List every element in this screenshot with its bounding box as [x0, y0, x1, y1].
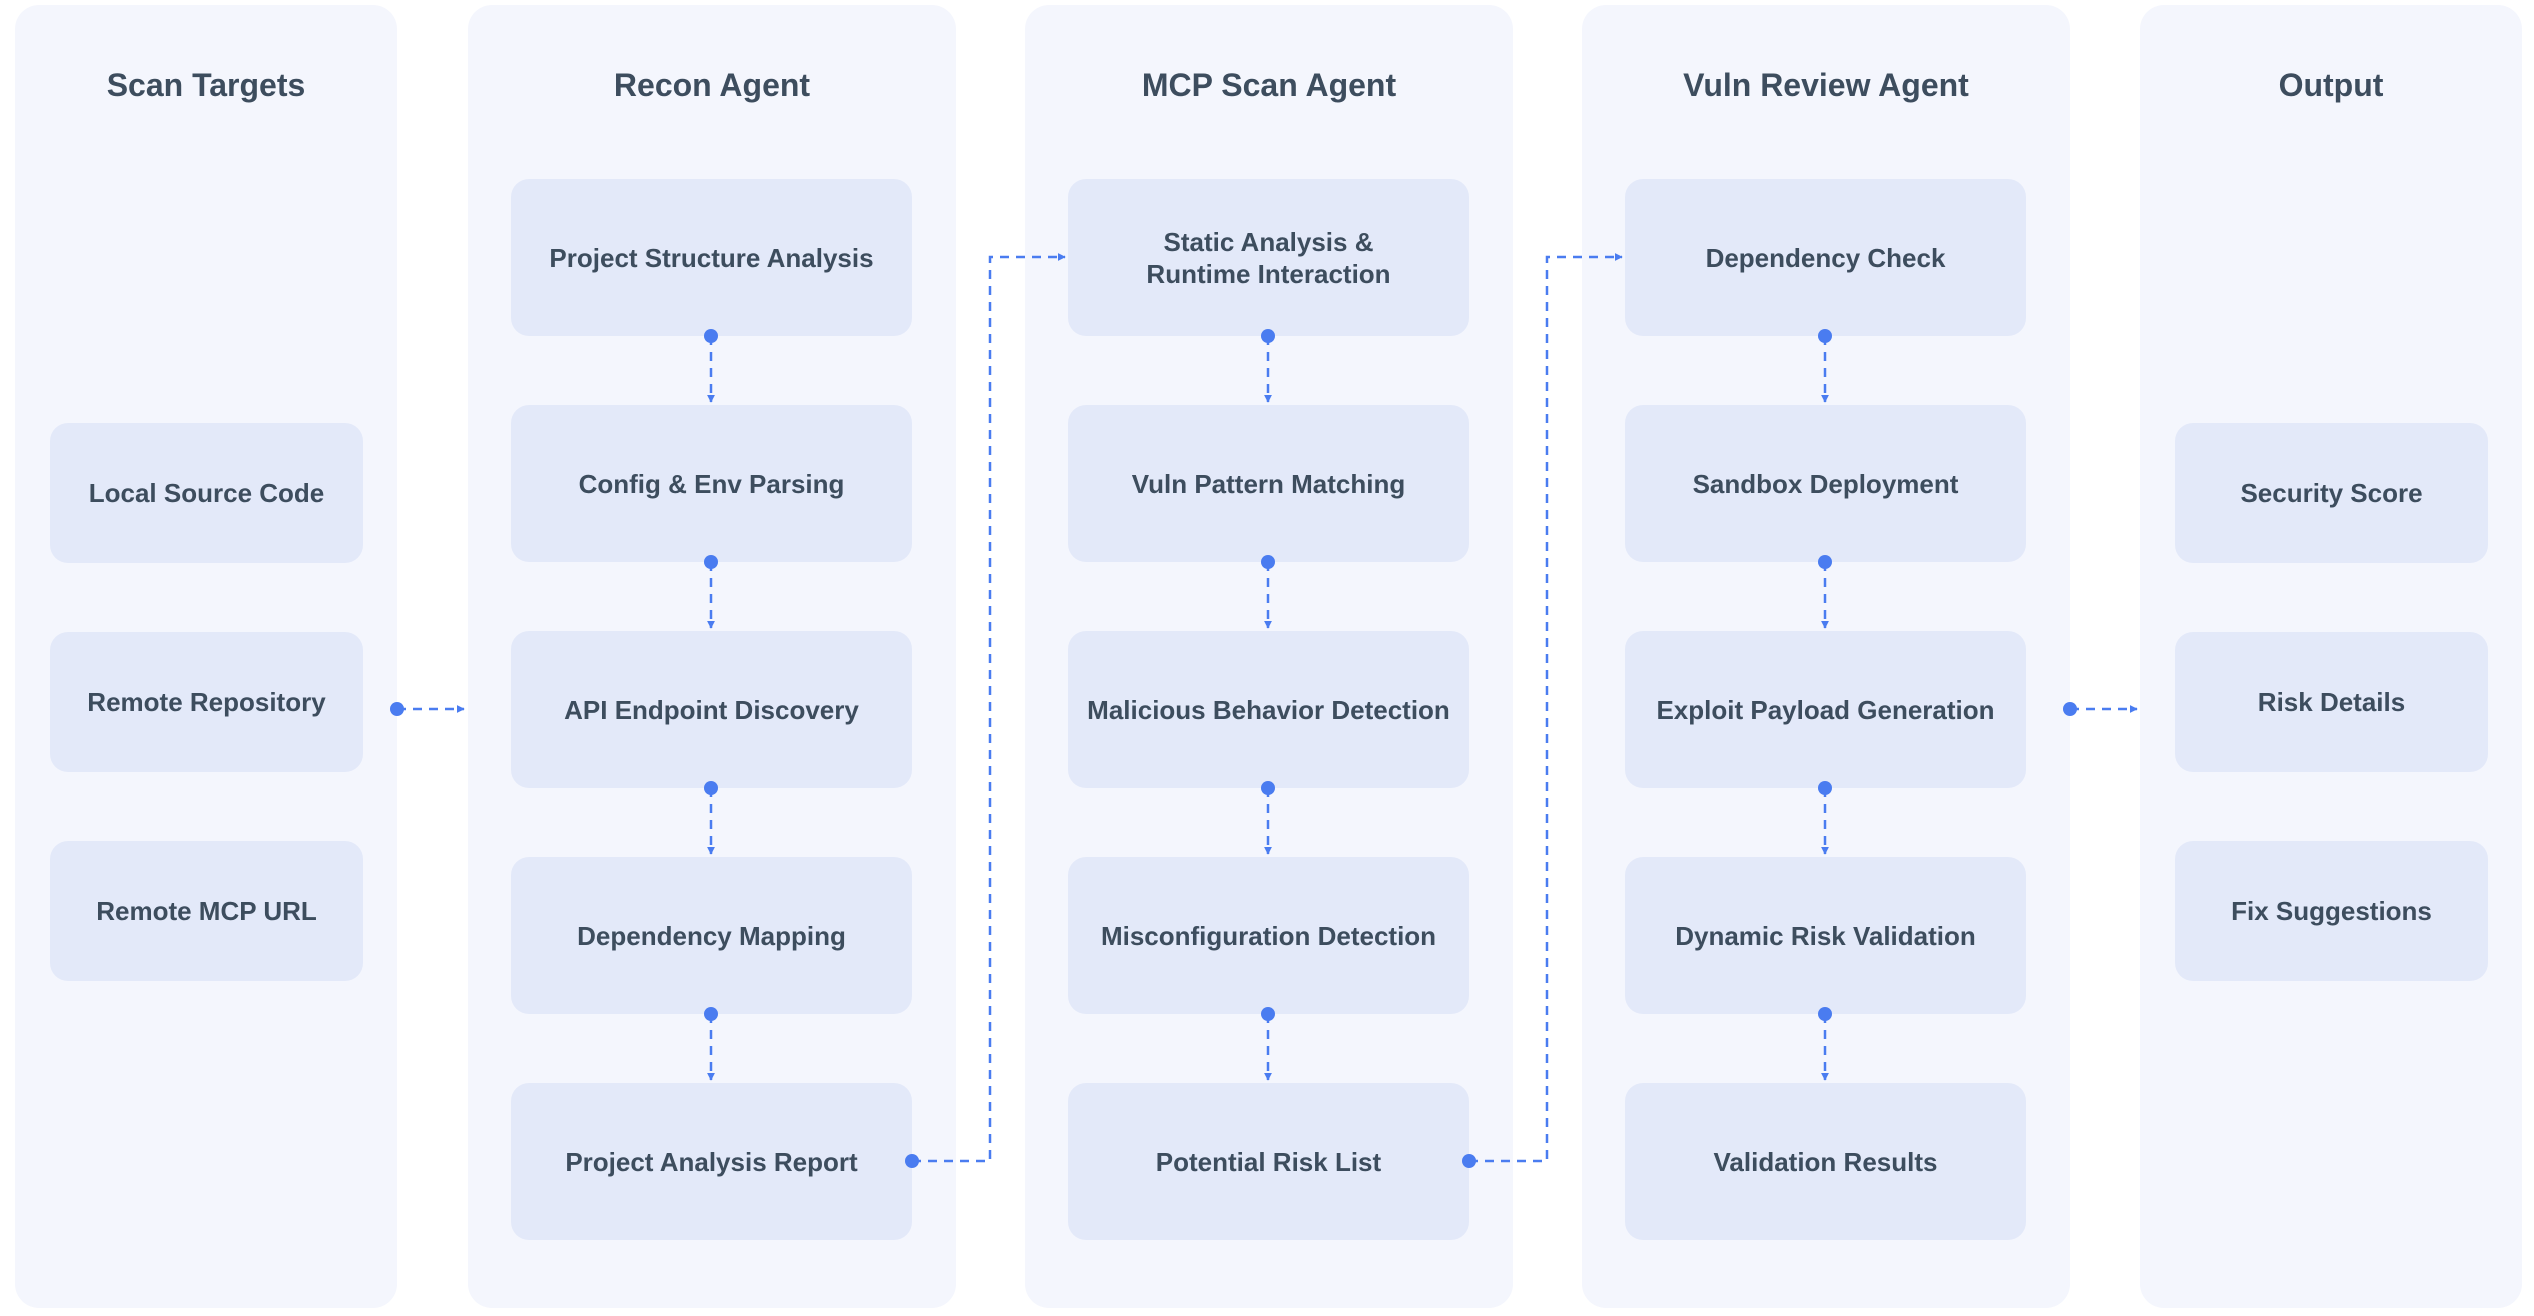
- recon-step-dependency-mapping[interactable]: Dependency Mapping: [511, 857, 912, 1014]
- output-security-score[interactable]: Security Score: [2175, 423, 2488, 563]
- lane-title-output: Output: [2278, 67, 2384, 103]
- vuln-step-validation-results[interactable]: Validation Results: [1625, 1083, 2026, 1240]
- scan-target-remote-mcp-url[interactable]: Remote MCP URL: [50, 841, 363, 981]
- mcp-step-vuln-pattern-matching[interactable]: Vuln Pattern Matching: [1068, 405, 1469, 562]
- output-risk-details[interactable]: Risk Details: [2175, 632, 2488, 772]
- vuln-step-dynamic-risk-validation[interactable]: Dynamic Risk Validation: [1625, 857, 2026, 1014]
- mcp-step-potential-risk-list[interactable]: Potential Risk List: [1068, 1083, 1469, 1240]
- scan-target-local-source-code[interactable]: Local Source Code: [50, 423, 363, 563]
- scan-target-remote-repository[interactable]: Remote Repository: [50, 632, 363, 772]
- lane-title-mcp-scan-agent: MCP Scan Agent: [1141, 67, 1397, 103]
- mcp-step-static-runtime-analysis[interactable]: Static Analysis & Runtime Interaction: [1068, 179, 1469, 336]
- vuln-step-exploit-payload-generation[interactable]: Exploit Payload Generation: [1625, 631, 2026, 788]
- recon-step-config-env-parsing[interactable]: Config & Env Parsing: [511, 405, 912, 562]
- recon-step-project-structure-analysis[interactable]: Project Structure Analysis: [511, 179, 912, 336]
- lane-title-vuln-review-agent: Vuln Review Agent: [1683, 67, 1969, 103]
- recon-step-project-analysis-report[interactable]: Project Analysis Report: [511, 1083, 912, 1240]
- mcp-step-malicious-behavior-detection[interactable]: Malicious Behavior Detection: [1068, 631, 1469, 788]
- mcp-step-misconfiguration-detection[interactable]: Misconfiguration Detection: [1068, 857, 1469, 1014]
- recon-step-api-endpoint-discovery[interactable]: API Endpoint Discovery: [511, 631, 912, 788]
- vuln-step-dependency-check[interactable]: Dependency Check: [1625, 179, 2026, 336]
- lane-title-recon-agent: Recon Agent: [613, 67, 811, 103]
- vuln-step-sandbox-deployment[interactable]: Sandbox Deployment: [1625, 405, 2026, 562]
- lane-title-scan-targets: Scan Targets: [106, 67, 306, 103]
- output-fix-suggestions[interactable]: Fix Suggestions: [2175, 841, 2488, 981]
